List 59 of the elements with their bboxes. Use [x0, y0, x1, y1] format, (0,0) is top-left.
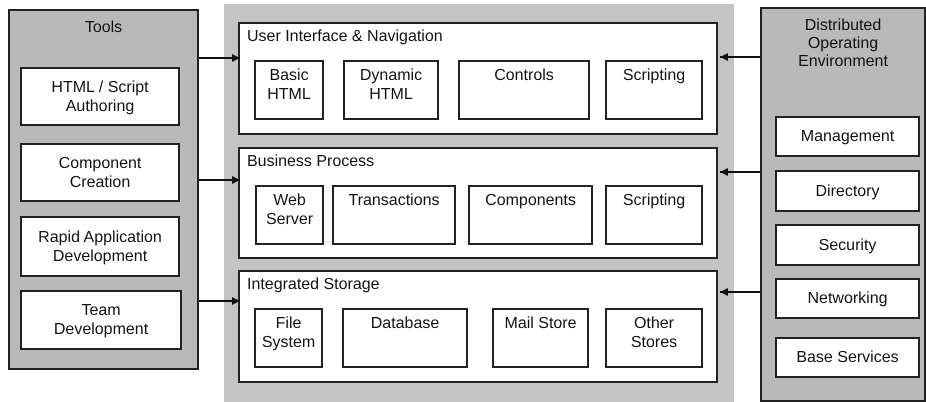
- service-box: [20, 143, 180, 202]
- label-text: File System: [260, 314, 316, 353]
- component-box: [332, 185, 456, 245]
- service-box: [775, 170, 920, 212]
- component-box: [458, 60, 590, 120]
- arrow: [720, 288, 760, 296]
- label-text: Management: [800, 127, 896, 146]
- component-box: [605, 185, 703, 245]
- service-box: [20, 67, 180, 126]
- component-box: [605, 60, 703, 120]
- heading-text: Business Process: [247, 152, 374, 172]
- label-text: Scripting: [622, 191, 686, 211]
- component-box: [605, 308, 703, 368]
- label-text: Components: [484, 191, 577, 211]
- component-box: [342, 308, 468, 368]
- layer-stack-background: [224, 4, 734, 402]
- heading-text: Distributed Operating Environment: [797, 17, 889, 71]
- component-box: [255, 185, 324, 245]
- label-text: Dynamic HTML: [358, 66, 424, 105]
- arrow: [199, 176, 240, 184]
- layer-box: [238, 270, 718, 383]
- label-text: Other Stores: [630, 314, 678, 353]
- component-box: [468, 185, 593, 245]
- heading-text: User Interface & Navigation: [247, 27, 443, 47]
- group-panel: [760, 7, 926, 402]
- service-box: [20, 290, 182, 350]
- service-box: [775, 337, 920, 378]
- label-text: Basic HTML: [266, 66, 312, 105]
- label-text: Team Development: [52, 301, 150, 339]
- label-text: Networking: [806, 289, 889, 308]
- label-text: Database: [370, 314, 440, 334]
- label-text: HTML / Script Authoring: [50, 78, 150, 116]
- layer-box: [238, 22, 718, 135]
- service-box: [775, 278, 920, 319]
- label-text: Transactions: [348, 191, 440, 211]
- heading-text: Integrated Storage: [247, 275, 380, 295]
- arrow: [199, 54, 240, 62]
- label-text: Directory: [814, 182, 880, 200]
- arrow: [199, 297, 240, 305]
- service-box: [775, 116, 920, 157]
- label-text: Base Services: [795, 348, 900, 367]
- service-box: [775, 224, 920, 266]
- arrow: [720, 53, 760, 61]
- component-box: [492, 308, 589, 368]
- service-box: [20, 216, 180, 277]
- layer-box: [238, 147, 718, 259]
- heading-text: Tools: [84, 19, 124, 37]
- label-text: Security: [818, 236, 878, 254]
- component-box: [254, 60, 324, 120]
- component-box: [343, 60, 439, 120]
- label-text: Mail Store: [503, 314, 578, 334]
- group-panel: [8, 9, 199, 370]
- label-text: Controls: [493, 66, 555, 86]
- label-text: Component Creation: [58, 154, 142, 192]
- component-box: [254, 308, 323, 368]
- label-text: Web Server: [264, 191, 314, 230]
- label-text: Rapid Application Development: [37, 228, 163, 266]
- arrow: [720, 168, 760, 176]
- label-text: Scripting: [622, 66, 686, 86]
